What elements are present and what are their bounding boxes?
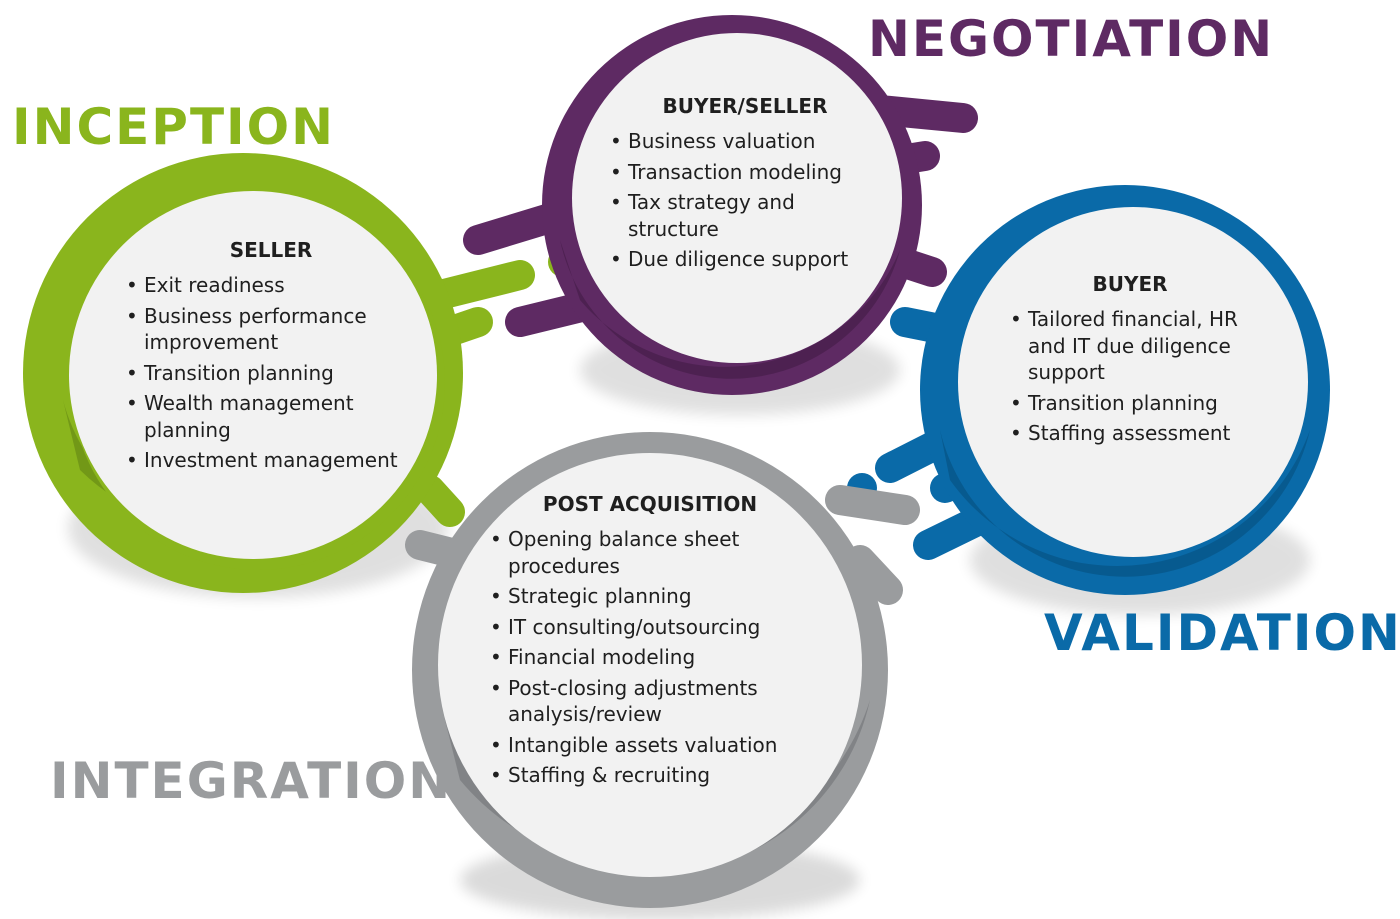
post-acquisition-card-title: POST ACQUISITION (542, 492, 758, 516)
list-item: Business performance improvement (126, 303, 416, 356)
list-item: Due diligence support (610, 246, 880, 273)
stage-title-inception: INCEPTION (12, 98, 336, 156)
seller-card-list: Exit readiness Business performance impr… (126, 272, 416, 474)
buyer-card-list: Tailored financial, HR and IT due dilige… (1010, 306, 1250, 447)
list-item: Staffing & recruiting (490, 762, 810, 789)
list-item: Tax strategy and structure (610, 189, 880, 242)
buyer-seller-card-list: Business valuation Transaction modeling … (610, 128, 880, 273)
seller-card-title: SELLER (229, 238, 313, 262)
stage-title-integration: INTEGRATION (50, 752, 453, 810)
post-acquisition-card-list: Opening balance sheet procedures Strateg… (490, 526, 810, 789)
list-item: Tailored financial, HR and IT due dilige… (1010, 306, 1250, 386)
list-item: Transaction modeling (610, 159, 880, 186)
list-item: Staffing assessment (1010, 420, 1250, 447)
list-item: IT consulting/outsourcing (490, 614, 810, 641)
list-item: Transition planning (1010, 390, 1250, 417)
list-item: Wealth management planning (126, 390, 416, 443)
stage-title-negotiation: NEGOTIATION (868, 10, 1275, 68)
post-acquisition-card: POST ACQUISITION Opening balance sheet p… (470, 492, 830, 793)
list-item: Strategic planning (490, 583, 810, 610)
list-item: Financial modeling (490, 644, 810, 671)
list-item: Transition planning (126, 360, 416, 387)
list-item: Investment management (126, 447, 416, 474)
buyer-card-title: BUYER (1092, 272, 1168, 296)
list-item: Opening balance sheet procedures (490, 526, 810, 579)
seller-card: SELLER Exit readiness Business performan… (126, 238, 416, 478)
buyer-seller-card-title: BUYER/SELLER (662, 94, 828, 118)
list-item: Exit readiness (126, 272, 416, 299)
stage-title-validation: VALIDATION (1044, 604, 1400, 662)
list-item: Intangible assets valuation (490, 732, 810, 759)
list-item: Business valuation (610, 128, 880, 155)
buyer-seller-card: BUYER/SELLER Business valuation Transact… (610, 94, 880, 277)
buyer-card: BUYER Tailored financial, HR and IT due … (1010, 272, 1250, 451)
list-item: Post-closing adjustments analysis/review (490, 675, 810, 728)
